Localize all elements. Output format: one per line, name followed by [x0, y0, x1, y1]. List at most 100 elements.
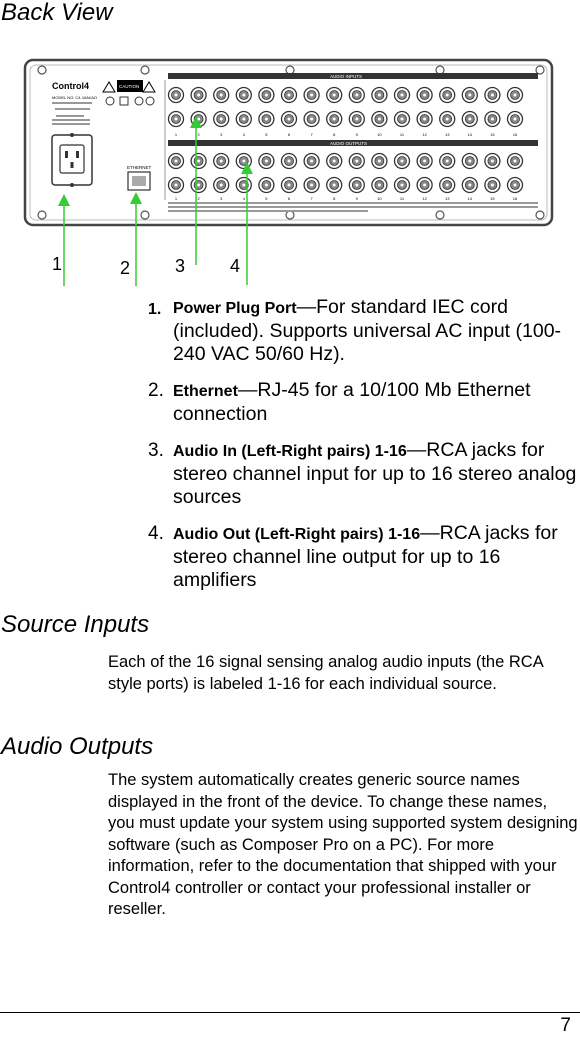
rca-jack-pin — [264, 159, 268, 163]
item-number: 2. — [148, 380, 164, 401]
rca-jack-pin — [242, 159, 246, 163]
channel-number: 15 — [490, 132, 495, 137]
callout-2: 2 — [120, 258, 130, 278]
port-description-list: 1. Power Plug Port—For standard IEC cord… — [148, 296, 578, 605]
device-back-view: Control4 MODEL NO: C4-16AI/AO CAUTION ET… — [23, 58, 554, 286]
channel-number: 11 — [400, 196, 405, 201]
rca-jack-pin — [332, 93, 336, 97]
rca-jack-pin — [197, 159, 201, 163]
rca-jack-pin — [219, 117, 223, 121]
rca-jack-pin — [468, 117, 472, 121]
rca-jack-pin — [377, 183, 381, 187]
callout-lines — [63, 120, 248, 286]
rca-jack-pin — [174, 183, 178, 187]
rca-jack-pin — [468, 93, 472, 97]
svg-text:AUDIO OUTPUTS: AUDIO OUTPUTS — [330, 141, 367, 146]
channel-number: 7 — [310, 132, 313, 137]
channel-number: 9 — [356, 196, 359, 201]
rca-jack-pin — [377, 159, 381, 163]
screws — [37, 65, 545, 220]
channel-number: 9 — [356, 132, 359, 137]
item-number: 3. — [148, 440, 164, 461]
rca-jack-pin — [355, 93, 359, 97]
channel-number: 7 — [310, 196, 313, 201]
brand-logo-text: Control4 — [52, 81, 89, 91]
page-number: 7 — [560, 1015, 571, 1036]
rca-jack-pin — [264, 93, 268, 97]
callout-arrowheads — [58, 116, 253, 206]
rca-jack-pin — [174, 159, 178, 163]
item-label: Audio In (Left-Right pairs) 1-16 — [173, 443, 407, 460]
list-item-ethernet: 2. Ethernet—RJ-45 for a 10/100 Mb Ethern… — [148, 379, 578, 426]
channel-number: 5 — [265, 132, 268, 137]
rca-jack-pin — [423, 93, 427, 97]
rca-jack-pin — [490, 183, 494, 187]
rca-jack-pin — [377, 93, 381, 97]
rca-jack-pin — [513, 117, 517, 121]
section-heading-source-inputs: Source Inputs — [1, 611, 150, 638]
audio-outputs-header — [168, 140, 538, 146]
channel-number: 13 — [445, 132, 450, 137]
rca-jack-pin — [468, 183, 472, 187]
channel-number: 4 — [243, 196, 246, 201]
rca-jack-pin — [242, 183, 246, 187]
channel-number: 2 — [197, 196, 200, 201]
rca-jack-pin — [287, 159, 291, 163]
rca-jack-pin — [219, 93, 223, 97]
channel-number: 16 — [513, 132, 518, 137]
rca-jack-pin — [219, 183, 223, 187]
rca-jack-pin — [264, 117, 268, 121]
callout-4: 4 — [230, 256, 240, 276]
rca-jack-pin — [310, 183, 314, 187]
channel-number: 4 — [243, 132, 246, 137]
channel-number: 13 — [445, 196, 450, 201]
rca-jack-pin — [490, 117, 494, 121]
channel-number: 3 — [220, 132, 223, 137]
svg-text:AUDIO INPUTS: AUDIO INPUTS — [330, 74, 362, 79]
rca-jack-pin — [400, 117, 404, 121]
rca-jack-pin — [332, 183, 336, 187]
item-text: —For standard IEC cord (included). Suppo… — [173, 296, 562, 365]
item-label: Audio Out (Left-Right pairs) 1-16 — [173, 526, 421, 543]
rca-jack-pin — [445, 159, 449, 163]
channel-number: 3 — [220, 196, 223, 201]
rca-jack-pin — [423, 159, 427, 163]
rca-jack-pin — [174, 93, 178, 97]
rca-jack-pin — [400, 93, 404, 97]
rca-jack-pin — [310, 117, 314, 121]
rca-jack-pin — [242, 93, 246, 97]
item-number: 4. — [148, 523, 164, 544]
rca-jack-pin — [377, 117, 381, 121]
rca-jack-pin — [400, 183, 404, 187]
list-item-power-plug: 1. Power Plug Port—For standard IEC cord… — [148, 296, 578, 366]
channel-number: 10 — [377, 132, 382, 137]
channel-number: 12 — [422, 132, 427, 137]
rca-jack-pin — [445, 93, 449, 97]
ethernet-label: ETHERNET — [127, 165, 152, 170]
section-body-source-inputs: Each of the 16 signal sensing analog aud… — [108, 653, 543, 693]
rca-jack-pin — [513, 183, 517, 187]
item-number: 1. — [148, 301, 162, 318]
item-text: —RCA jacks for stereo channel input for … — [173, 439, 577, 508]
channel-number: 6 — [288, 196, 291, 201]
page-title: Back View — [1, 0, 113, 26]
svg-text:CAUTION: CAUTION — [119, 84, 139, 89]
channel-number: 1 — [175, 196, 178, 201]
rca-jack-pin — [468, 159, 472, 163]
list-item-audio-in: 3. Audio In (Left-Right pairs) 1-16—RCA … — [148, 439, 578, 509]
channel-number: 2 — [197, 132, 200, 137]
section-body-audio-outputs: The system automatically creates generic… — [108, 771, 578, 918]
rca-jack-pin — [287, 183, 291, 187]
rca-jack-pin — [445, 183, 449, 187]
channel-number: 14 — [468, 132, 473, 137]
audio-inputs-header — [168, 73, 538, 79]
footer-rule — [0, 1012, 580, 1013]
channel-number: 8 — [333, 132, 336, 137]
model-label: MODEL NO: C4-16AI/AO — [52, 95, 97, 100]
channel-number: 16 — [513, 196, 518, 201]
channel-number: 5 — [265, 196, 268, 201]
channel-number: 1 — [175, 132, 178, 137]
rca-jack-pin — [242, 117, 246, 121]
rca-jack-pin — [197, 183, 201, 187]
